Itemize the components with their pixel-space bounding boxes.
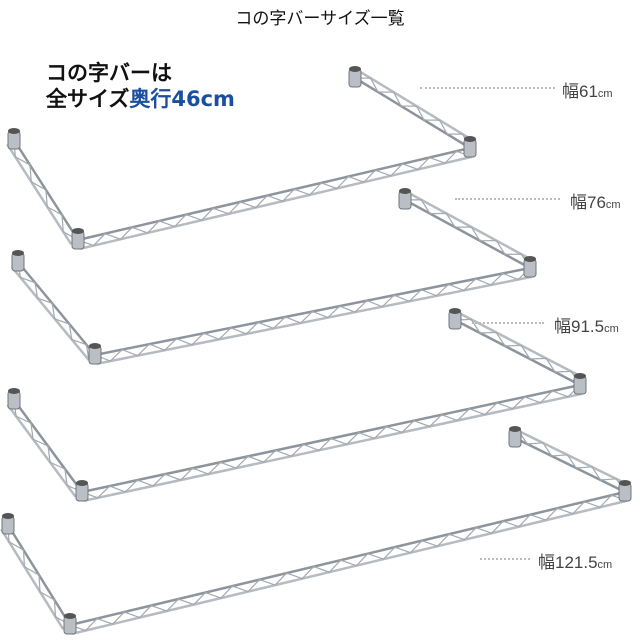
size-label-61: 幅61cm xyxy=(562,82,613,101)
size-label-76: 幅76cm xyxy=(570,193,621,212)
leader-dots xyxy=(455,198,560,200)
size-label-91-5: 幅91.5cm xyxy=(554,317,619,336)
u-bar-1 xyxy=(10,188,537,366)
intro-line2: 全サイズ奥行46cm xyxy=(46,86,235,112)
u-bar-2 xyxy=(6,308,587,503)
u-bar-3 xyxy=(0,426,632,635)
leader-dots xyxy=(420,87,555,89)
u-bar-0 xyxy=(6,66,477,250)
leader-dots xyxy=(472,322,544,324)
intro-line1: コの字バーは xyxy=(46,61,172,85)
intro-text: コの字バーは 全サイズ奥行46cm xyxy=(46,60,235,112)
intro-prefix: 全サイズ xyxy=(46,87,130,111)
leader-dots xyxy=(480,558,530,560)
size-label-121-5: 幅121.5cm xyxy=(538,553,613,572)
depth-highlight: 奥行46cm xyxy=(129,87,235,111)
page-title: コの字バーサイズ一覧 xyxy=(235,9,405,29)
